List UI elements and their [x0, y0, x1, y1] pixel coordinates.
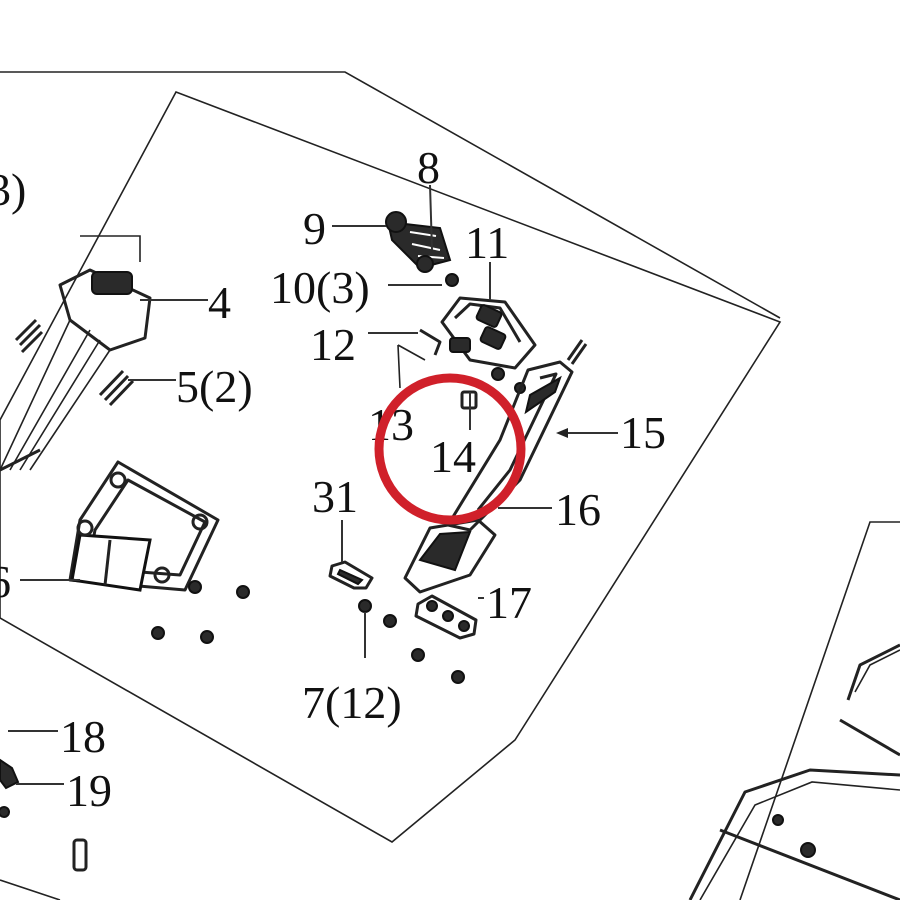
label-16: 16 [555, 484, 601, 535]
leader-lines [8, 184, 618, 785]
label-18: 18 [60, 711, 106, 762]
label-6: 6 [0, 556, 11, 607]
left-slide-assembly [0, 235, 152, 472]
label-19: 19 [66, 765, 112, 816]
screw-part-7 [151, 580, 465, 684]
label-10: 10(3) [270, 262, 370, 313]
highlight-circle [374, 373, 526, 525]
parts-panel-frame [0, 91, 782, 843]
label-7: 7(12) [302, 677, 402, 728]
plate-part-31 [328, 560, 374, 590]
lower-left-parts [0, 758, 88, 900]
housing-fragment [688, 643, 900, 900]
label-15: 15 [620, 407, 666, 458]
knob-part-9 [385, 211, 459, 287]
label-4: 4 [208, 277, 231, 328]
label-17: 17 [486, 577, 532, 628]
outer-panel-outline [0, 71, 900, 900]
pin-part-12 [397, 328, 442, 389]
cover-plate-part-6 [68, 460, 220, 592]
bracket-part-11 [440, 296, 537, 394]
plate-part-17 [414, 594, 478, 640]
callout-labels: 3) 4 5(2) 6 7(12) 8 9 10(3) 11 12 13 14 … [0, 142, 666, 816]
label-8: 8 [417, 142, 440, 193]
label-12: 12 [310, 319, 356, 370]
label-3: 3) [0, 164, 26, 215]
label-31: 31 [312, 471, 358, 522]
label-11: 11 [465, 217, 509, 268]
label-5: 5(2) [176, 361, 253, 412]
label-9: 9 [303, 203, 326, 254]
label-14: 14 [430, 431, 476, 482]
spring-part-5 [14, 318, 588, 407]
